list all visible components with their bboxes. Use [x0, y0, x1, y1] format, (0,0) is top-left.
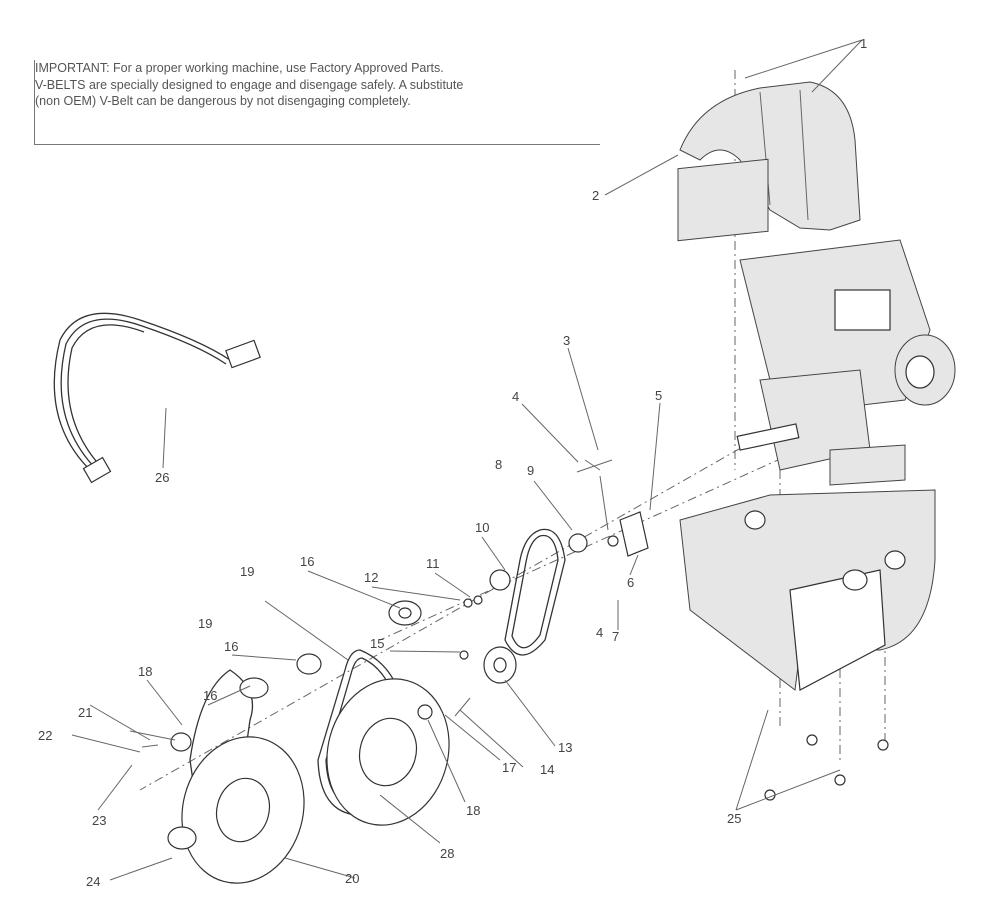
callout-21: 21 [78, 705, 92, 720]
callout-14: 14 [540, 762, 554, 777]
callout-7: 7 [612, 629, 619, 644]
belt-cover [679, 81, 861, 231]
callout-1: 1 [860, 36, 867, 51]
callout-9: 9 [527, 463, 534, 478]
callout-22: 22 [38, 728, 52, 743]
notice-line-1-text: : For a proper working machine, use Fact… [106, 61, 444, 75]
callout-labels: 1 2 3 4 5 6 7 4 8 9 10 11 12 13 14 15 16… [38, 36, 867, 889]
callout-28: 28 [440, 846, 454, 861]
callout-24: 24 [86, 874, 100, 889]
frame-plate [679, 489, 936, 691]
pulleys [167, 600, 517, 884]
callout-6: 6 [627, 575, 634, 590]
callout-13: 13 [558, 740, 572, 755]
callout-19-lower: 19 [198, 616, 212, 631]
callout-17: 17 [502, 760, 516, 775]
callout-19-top: 19 [240, 564, 254, 579]
callout-11: 11 [426, 556, 440, 571]
callout-2: 2 [592, 188, 599, 203]
callout-25: 25 [727, 811, 741, 826]
hardware [141, 459, 889, 801]
callout-16-lower: 16 [203, 688, 217, 703]
auger-axis-line [379, 449, 801, 641]
callout-16-middle: 16 [224, 639, 238, 654]
leader-lines [71, 39, 863, 881]
wiring-harness [53, 312, 261, 484]
callout-8: 8 [495, 457, 502, 472]
notice-line-1: IMPORTANT: For a proper working machine,… [35, 60, 600, 77]
callout-18-left: 18 [138, 664, 152, 679]
notice-important-label: IMPORTANT [35, 61, 107, 75]
callout-3: 3 [563, 333, 570, 348]
upper-v-belt [504, 528, 566, 656]
engine [677, 158, 956, 486]
callout-20: 20 [345, 871, 359, 886]
callout-15: 15 [370, 636, 384, 651]
callout-12: 12 [364, 570, 378, 585]
callout-16-top: 16 [300, 554, 314, 569]
callout-10: 10 [475, 520, 489, 535]
callout-5: 5 [655, 388, 662, 403]
important-notice: IMPORTANT: For a proper working machine,… [34, 60, 600, 145]
callout-18-right: 18 [466, 803, 480, 818]
callout-4-lower: 4 [596, 625, 603, 640]
notice-line-3: (non OEM) V-Belt can be dangerous by not… [35, 94, 411, 108]
callout-26: 26 [155, 470, 169, 485]
callout-4-upper: 4 [512, 389, 519, 404]
callout-23: 23 [92, 813, 106, 828]
notice-line-2: V-BELTS are specially designed to engage… [35, 77, 464, 92]
